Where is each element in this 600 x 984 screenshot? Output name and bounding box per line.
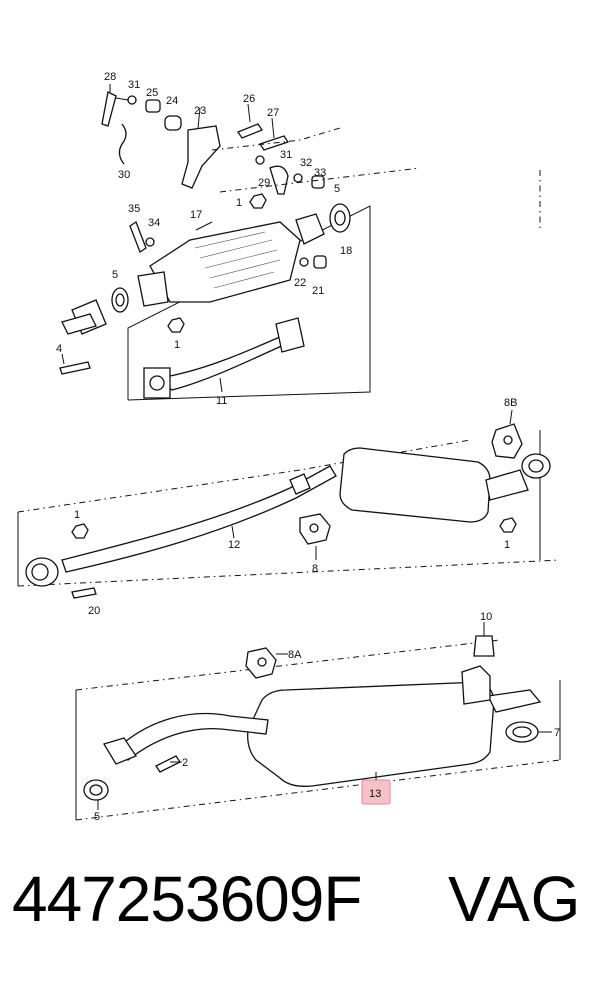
- label-28: 28: [104, 71, 116, 83]
- nut-1b: [167, 317, 185, 333]
- part-number: 447253609F: [12, 863, 362, 935]
- intermediate-pipe-12: [61, 465, 337, 573]
- nut-1a: [249, 193, 267, 209]
- nut-21: [313, 255, 327, 269]
- label-11: 11: [216, 395, 227, 407]
- label-20: 20: [88, 605, 100, 617]
- bolt-2: [155, 755, 181, 773]
- nut-1d: [499, 517, 517, 533]
- label-35: 35: [128, 203, 140, 215]
- washer-32: [293, 173, 303, 183]
- rear-muffler-13: [247, 681, 495, 787]
- label-5a: 5: [334, 183, 340, 195]
- label-2: 2: [182, 757, 188, 769]
- bracket-23: [181, 125, 221, 189]
- catalytic-section: [59, 203, 371, 401]
- label-1d: 1: [504, 539, 510, 551]
- brand-name: VAG: [448, 863, 582, 935]
- gasket-5a-inner: [334, 210, 346, 226]
- label-18: 18: [340, 245, 352, 257]
- label-33: 33: [314, 167, 326, 179]
- label-8: 8: [312, 563, 318, 575]
- label-31b: 31: [280, 149, 292, 161]
- nut-33: [311, 175, 325, 189]
- rubber-24: [164, 115, 182, 131]
- label-27: 27: [267, 107, 279, 119]
- label-8A: 8A: [288, 649, 302, 661]
- label-10: 10: [480, 611, 492, 623]
- label-25: 25: [146, 87, 158, 99]
- exhaust-system-diagram: 28 31 25 24 23 26 27 30 31 32 33 29 1 5 …: [17, 71, 561, 823]
- bolt-35: [129, 221, 147, 253]
- footer: 447253609F VAG: [0, 862, 600, 962]
- label-5b: 5: [112, 269, 118, 281]
- middle-muffler: [339, 447, 491, 523]
- label-31a: 31: [128, 79, 140, 91]
- label-13: 13: [369, 788, 381, 800]
- clamp-28: [101, 91, 117, 127]
- label-29: 29: [258, 177, 270, 189]
- label-26: 26: [243, 93, 255, 105]
- spacer-25: [145, 99, 161, 113]
- cat-inlet-flange: [137, 271, 169, 307]
- clip-30: [118, 123, 127, 165]
- rear-inlet-pipe: [119, 712, 269, 761]
- label-22: 22: [294, 277, 306, 289]
- rear-inlet-flange: [103, 737, 137, 765]
- label-30: 30: [118, 169, 130, 181]
- label-12: 12: [228, 539, 240, 551]
- rubber-mount-10: [473, 635, 495, 657]
- bolt-4: [59, 361, 91, 375]
- label-5c: 5: [94, 811, 100, 823]
- label-7: 7: [554, 727, 560, 739]
- label-17: 17: [190, 209, 202, 221]
- label-21: 21: [312, 285, 324, 297]
- hanger-29: [269, 165, 289, 195]
- washer-31: [127, 95, 137, 105]
- label-4: 4: [56, 343, 62, 355]
- middle-section: [17, 409, 561, 599]
- washer-34: [145, 237, 155, 247]
- part-labels: 28 31 25 24 23 26 27 30 31 32 33 29 1 5 …: [56, 71, 560, 823]
- label-1b: 1: [174, 339, 180, 351]
- rear-section: [75, 622, 561, 821]
- label-32: 32: [300, 157, 312, 169]
- muffler-bracket: [461, 665, 491, 705]
- label-8B: 8B: [504, 397, 517, 409]
- washer-22: [299, 257, 309, 267]
- catalytic-converter-17: [149, 221, 301, 303]
- tail-pipe: [487, 689, 542, 713]
- upper-hardware-group: [101, 84, 541, 230]
- inlet-pipe-stub: [61, 313, 97, 335]
- front-pipe-flange-2: [275, 317, 305, 353]
- washer-31b: [255, 155, 265, 165]
- pipe-clamp: [289, 473, 311, 495]
- label-24: 24: [166, 95, 178, 107]
- nut-1c: [71, 523, 89, 539]
- label-1a: 1: [236, 197, 242, 209]
- flange-18: [295, 213, 325, 245]
- label-34: 34: [148, 217, 160, 229]
- muffler-outlet-pipe: [485, 469, 529, 501]
- bolt-20: [71, 587, 97, 599]
- label-1c: 1: [74, 509, 80, 521]
- bolt-26: [237, 123, 263, 139]
- label-23: 23: [194, 105, 206, 117]
